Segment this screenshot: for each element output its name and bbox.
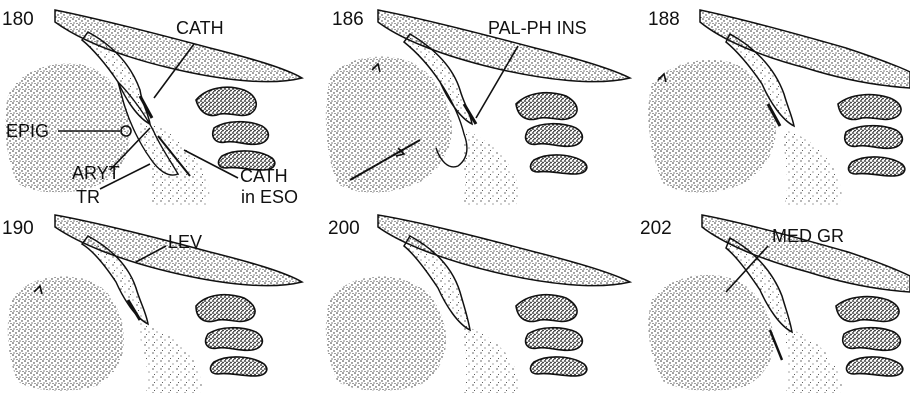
panel-188-anatomy (648, 10, 910, 205)
vertebra-1 (838, 95, 901, 120)
panel-180: 180 CATH EPIG ARYT TR CATH in ESO (2, 9, 302, 207)
panel-number: 190 (2, 218, 34, 239)
airway-region (462, 130, 519, 205)
vertebra-1 (196, 87, 256, 115)
tongue-mass (648, 60, 776, 193)
label-epig: EPIG (6, 121, 49, 141)
label-cath: CATH (176, 18, 224, 38)
vertebra-3 (531, 357, 587, 376)
airway-region (784, 130, 841, 205)
vertebra-2 (526, 328, 583, 351)
panel-number: 186 (332, 9, 364, 30)
airway-region (464, 326, 520, 393)
label-cath-in-eso-line1: CATH (240, 166, 288, 186)
vertebra-2 (845, 126, 903, 149)
vertebra-2 (843, 328, 901, 351)
panel-188: 188 (648, 9, 910, 205)
vertebra-1 (836, 297, 899, 322)
tongue-mass (326, 57, 452, 193)
tongue-mass (8, 277, 124, 391)
vertebra-1 (196, 295, 255, 322)
vertebra-1 (516, 93, 577, 120)
airway-region (140, 322, 202, 393)
vertebra-3 (847, 357, 903, 376)
panel-190-anatomy (8, 215, 302, 393)
vertebra-2 (526, 124, 583, 147)
label-aryt: ARYT (72, 163, 120, 183)
panel-number: 200 (328, 218, 360, 239)
panel-190: 190 LEV (2, 215, 302, 393)
label-lev: LEV (168, 232, 202, 252)
vertebra-2 (213, 122, 269, 145)
label-tr: TR (76, 187, 100, 207)
panel-200: 200 (326, 215, 630, 393)
panel-186-anatomy (326, 10, 630, 205)
panel-number: 180 (2, 9, 34, 30)
vertebra-1 (516, 295, 577, 322)
vertebra-2 (206, 328, 263, 351)
panel-200-anatomy (326, 215, 630, 393)
label-pal-ph-ins: PAL-PH INS (488, 18, 587, 38)
panel-number: 188 (648, 9, 680, 30)
panel-number: 202 (640, 218, 672, 239)
tongue-mass (326, 277, 446, 391)
vertebra-3 (211, 357, 267, 376)
panel-202: 202 MED GR (640, 215, 910, 393)
label-cath-in-eso-line2: in ESO (241, 187, 298, 207)
tongue-mass (648, 275, 774, 391)
airway-region (140, 120, 209, 205)
label-med-gr: MED GR (772, 226, 844, 246)
vertebra-3 (849, 157, 905, 176)
airway-region (786, 328, 842, 393)
panel-186: 186 PAL-PH INS (326, 9, 630, 205)
vertebra-3 (531, 155, 587, 174)
